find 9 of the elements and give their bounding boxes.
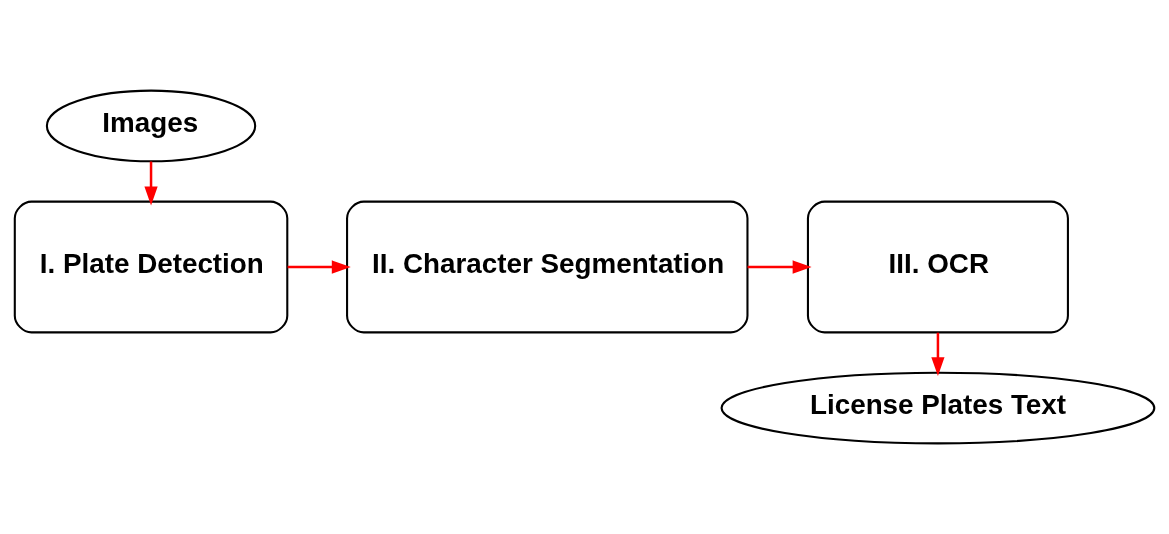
arrow: [931, 332, 945, 377]
arrow: [287, 260, 351, 274]
node-box: II. Character Segmentation: [346, 200, 749, 334]
node-box: III. OCR: [806, 200, 1069, 334]
arrow: [144, 161, 158, 206]
node-ellipse: Images: [45, 89, 257, 163]
node-box: I. Plate Detection: [13, 200, 289, 334]
node-ellipse: License Plates Text: [720, 371, 1156, 445]
arrow: [747, 260, 812, 274]
